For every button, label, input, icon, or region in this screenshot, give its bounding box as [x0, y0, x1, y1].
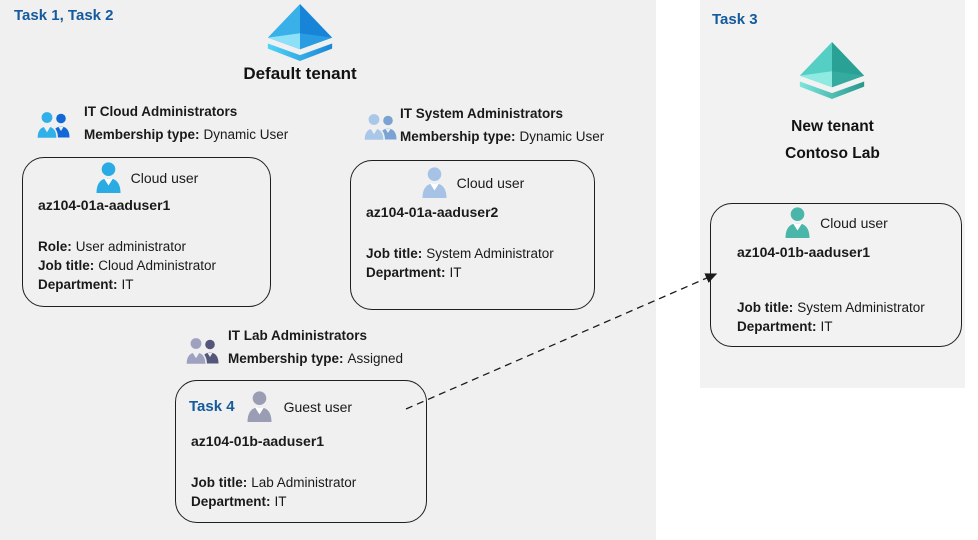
detail-value: Lab Administrator [251, 475, 357, 490]
group-membership-cloud-admins: Membership type:Dynamic User [84, 127, 288, 142]
membership-type-label: Membership type: [228, 351, 344, 366]
detail-line: Department:IT [366, 263, 554, 282]
detail-line: Role:User administrator [38, 237, 216, 256]
detail-line: Job title:Lab Administrator [191, 473, 356, 492]
detail-label: Department: [366, 265, 446, 280]
detail-line: Department:IT [38, 275, 216, 294]
azure-ad-tenant-icon [267, 4, 333, 61]
detail-value: IT [820, 319, 833, 334]
cloud-user-icon [422, 167, 447, 198]
user-details: Job title:System Administrator Departmen… [366, 244, 554, 282]
detail-label: Department: [737, 319, 817, 334]
detail-value: IT [274, 494, 287, 509]
default-tenant-panel [0, 0, 656, 540]
detail-label: Job title: [366, 246, 423, 261]
task-3-label: Task 3 [712, 11, 758, 28]
cloud-user-icon [785, 207, 810, 238]
detail-value: IT [449, 265, 462, 280]
user-type-label: Cloud user [456, 174, 525, 191]
detail-value: IT [121, 277, 134, 292]
group-icon [36, 110, 70, 139]
detail-label: Role: [38, 239, 72, 254]
detail-line: Job title:Cloud Administrator [38, 256, 216, 275]
user-details: Role:User administrator Job title:Cloud … [38, 237, 216, 294]
detail-value: System Administrator [426, 246, 554, 261]
user-card-aaduser1: Cloud user az104-01a-aaduser1 Role:User … [22, 157, 271, 307]
membership-type-label: Membership type: [84, 127, 200, 142]
membership-type-value: Dynamic User [519, 129, 605, 144]
detail-line: Job title:System Administrator [737, 298, 925, 317]
new-tenant-user-card: Cloud user az104-01b-aaduser1 Job title:… [710, 203, 962, 347]
user-name: az104-01b-aaduser1 [191, 433, 325, 449]
detail-line: Department:IT [191, 492, 356, 511]
detail-value: User administrator [75, 239, 187, 254]
membership-type-value: Dynamic User [203, 127, 289, 142]
default-tenant-title: Default tenant [243, 64, 357, 83]
card-header: Cloud user [351, 167, 594, 198]
card-header: Cloud user [711, 207, 961, 238]
task-1-2-label: Task 1, Task 2 [14, 7, 114, 24]
group-icon [363, 112, 397, 141]
user-name: az104-01a-aaduser1 [38, 197, 171, 213]
detail-value: Cloud Administrator [98, 258, 217, 273]
new-tenant-title-line1: New tenant [791, 118, 874, 135]
group-membership-lab-admins: Membership type:Assigned [228, 351, 403, 366]
detail-label: Job title: [191, 475, 248, 490]
user-type-label: Cloud user [820, 214, 888, 231]
detail-value: System Administrator [797, 300, 925, 315]
user-details: Job title:Lab Administrator Department:I… [191, 473, 356, 511]
group-membership-system-admins: Membership type:Dynamic User [400, 129, 604, 144]
user-card-aaduser2: Cloud user az104-01a-aaduser2 Job title:… [350, 160, 595, 310]
group-title-lab-admins: IT Lab Administrators [228, 328, 368, 343]
group-title-cloud-admins: IT Cloud Administrators [84, 104, 238, 119]
cloud-user-icon [96, 162, 121, 193]
group-title-system-admins: IT System Administrators [400, 106, 564, 121]
new-tenant-icon [799, 42, 865, 99]
user-name: az104-01b-aaduser1 [737, 244, 871, 260]
card-header: Task 4 Guest user [176, 391, 426, 422]
detail-line: Department:IT [737, 317, 925, 336]
detail-label: Job title: [38, 258, 95, 273]
task-4-label: Task 4 [189, 398, 235, 415]
membership-type-label: Membership type: [400, 129, 516, 144]
detail-label: Job title: [737, 300, 794, 315]
guest-user-icon [247, 391, 272, 422]
group-icon [185, 336, 219, 365]
detail-label: Department: [38, 277, 118, 292]
detail-line: Job title:System Administrator [366, 244, 554, 263]
guest-user-card: Task 4 Guest user az104-01b-aaduser1 Job… [175, 380, 427, 523]
membership-type-value: Assigned [347, 351, 404, 366]
user-type-label: Guest user [283, 398, 353, 415]
user-type-label: Cloud user [130, 169, 199, 186]
card-header: Cloud user [23, 162, 270, 193]
detail-label: Department: [191, 494, 271, 509]
new-tenant-title-line2: Contoso Lab [785, 145, 880, 162]
user-details: Job title:System Administrator Departmen… [737, 298, 925, 336]
user-name: az104-01a-aaduser2 [366, 204, 499, 220]
